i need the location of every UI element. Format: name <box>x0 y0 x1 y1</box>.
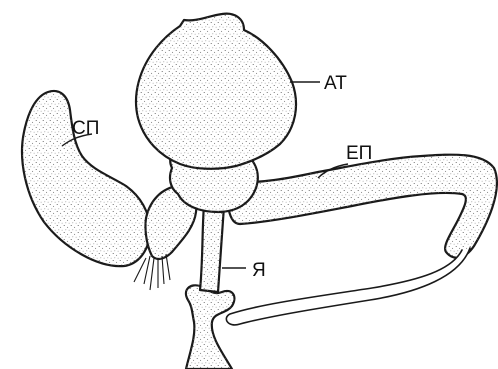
label-ya: Я <box>252 260 266 281</box>
label-at: АТ <box>324 73 347 94</box>
loop-ep <box>226 155 497 325</box>
lower-tube <box>186 285 234 369</box>
label-sp: СП <box>72 118 99 139</box>
bulb-at <box>136 14 296 169</box>
label-ep: ЕП <box>346 143 372 164</box>
stalk-ya <box>200 205 224 292</box>
